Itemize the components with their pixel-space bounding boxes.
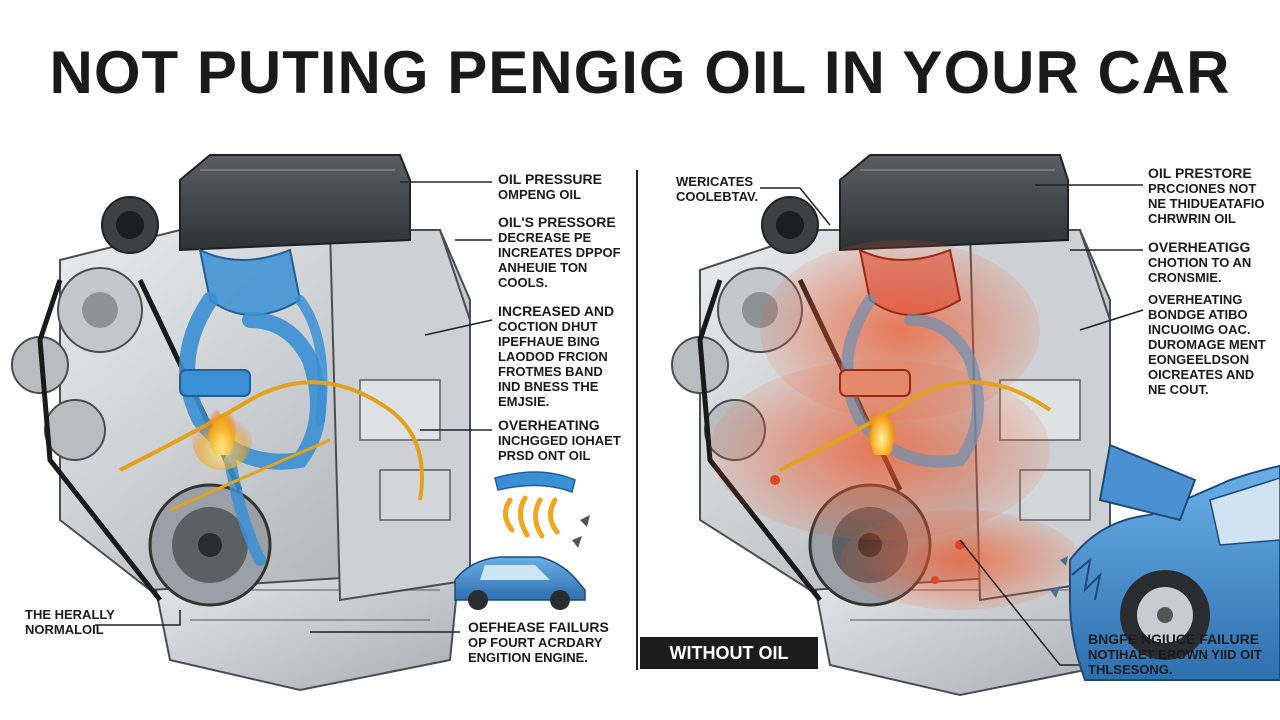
left-leader-lines (95, 181, 493, 633)
right-engine (671, 154, 1122, 697)
right-label-overheating: OVERHEATIGG CHOTION TO AN CRONSMIE. (1148, 239, 1252, 286)
left-label-2-line-5: IND BNESS THE (498, 379, 599, 394)
right-label-3-line-0: OVERHEATING (1148, 292, 1243, 307)
left-label-2-line-1: COCTION DHUT (498, 319, 598, 334)
left-label-3-line-0: OVERHEATING (498, 417, 600, 433)
right-label-1-line-2: NE THIDUEATAFIO (1148, 196, 1265, 211)
left-label-oil-pressure: OIL PRESSURE OMPENG OIL (498, 171, 602, 203)
without-oil-badge: WITHOUT OIL (640, 637, 818, 669)
left-label-4-line-1: NORMALOIL (25, 622, 104, 637)
panel-divider (636, 170, 638, 670)
right-label-oil-pressure: OIL PRESTORE PRCCIONES NOT NE THIDUEATAF… (1148, 165, 1265, 227)
right-label-1-line-1: PRCCIONES NOT (1148, 181, 1257, 196)
right-label-3-line-6: NE COUT. (1148, 382, 1209, 397)
left-label-0-line-0: OIL PRESSURE (498, 171, 602, 187)
left-label-1-line-2: INCREATES DPPOF (498, 245, 621, 260)
left-engine (11, 154, 471, 692)
right-label-3-line-3: DUROMAGE MENT (1148, 337, 1266, 352)
right-label-3-line-1: BONDGE ATIBO (1148, 307, 1248, 322)
left-label-5-line-1: OP FOURT ACRDARY (468, 635, 603, 650)
left-label-1-line-4: COOLS. (498, 275, 548, 290)
right-label-0-line-0: WERICATES (676, 174, 754, 189)
right-label-4-line-2: THLSESONG. (1088, 662, 1173, 677)
right-label-2-line-0: OVERHEATIGG (1148, 239, 1251, 255)
crashed-car-icon (1050, 443, 1280, 681)
left-label-2-line-4: FROTMES BAND (498, 364, 603, 379)
page-title: NOT PUTING PENGIG OIL IN YOUR CAR (49, 39, 1231, 106)
left-label-2-line-3: LAODOD FRCION (498, 349, 608, 364)
left-label-3-line-2: PRSD ONT OIL (498, 448, 591, 463)
left-label-2-line-6: EMJSIE. (498, 394, 550, 409)
right-label-lubricates: WERICATES COOLEBTAV. (676, 174, 758, 204)
right-label-2-line-1: CHOTION TO AN (1148, 255, 1252, 270)
right-label-3-line-4: EONGEELDSON (1148, 352, 1250, 367)
right-label-overheating-damage: OVERHEATING BONDGE ATIBO INCUOIMG OAC. D… (1148, 292, 1266, 397)
right-label-3-line-2: INCUOIMG OAC. (1148, 322, 1251, 337)
right-label-2-line-2: CRONSMIE. (1148, 270, 1222, 285)
left-label-2-line-2: IPEFHAUE BING (498, 334, 600, 349)
right-label-4-line-0: BNGFE NGIUCE FAILURE (1088, 631, 1260, 647)
left-label-normal-oil: THE HERALLY NORMALOIL (25, 607, 115, 637)
left-label-1-line-3: ANHEUIE TON (498, 260, 588, 275)
right-label-0-line-1: COOLEBTAV. (676, 189, 759, 204)
right-label-1-line-0: OIL PRESTORE (1148, 165, 1252, 181)
left-label-4-line-0: THE HERALLY (25, 607, 115, 622)
left-label-1-line-0: OIL'S PRESSORE (498, 214, 616, 230)
left-label-0-line-1: OMPENG OIL (498, 187, 582, 202)
left-label-1-line-1: DECREASE PE (498, 230, 592, 245)
left-label-overheating: OVERHEATING INCHGGED IOHAET PRSD ONT OIL (498, 417, 621, 464)
left-label-3-line-1: INCHGGED IOHAET (498, 433, 621, 448)
right-leader-lines (760, 184, 1144, 666)
left-label-5-line-2: ENGITION ENGINE. (468, 650, 588, 665)
broken-bearing-icon (494, 471, 590, 548)
left-label-pressure-decrease: OIL'S PRESSORE DECREASE PE INCREATES DPP… (498, 214, 621, 291)
left-label-increased-friction: INCREASED AND COCTION DHUT IPEFHAUE BING… (498, 303, 615, 410)
left-label-2-line-0: INCREASED AND (498, 303, 615, 319)
left-label-5-line-0: OEFHEASE FAILURS (468, 619, 609, 635)
right-label-4-line-1: NOTIHAET EROWN YIID OIT (1088, 647, 1262, 662)
right-label-engine-failure: BNGFE NGIUCE FAILURE NOTIHAET EROWN YIID… (1088, 631, 1262, 678)
small-car-icon (454, 556, 586, 610)
right-label-1-line-3: CHRWRIN OIL (1148, 211, 1236, 226)
left-label-failures: OEFHEASE FAILURS OP FOURT ACRDARY ENGITI… (468, 619, 609, 666)
right-label-3-line-5: OICREATES AND (1148, 367, 1255, 382)
